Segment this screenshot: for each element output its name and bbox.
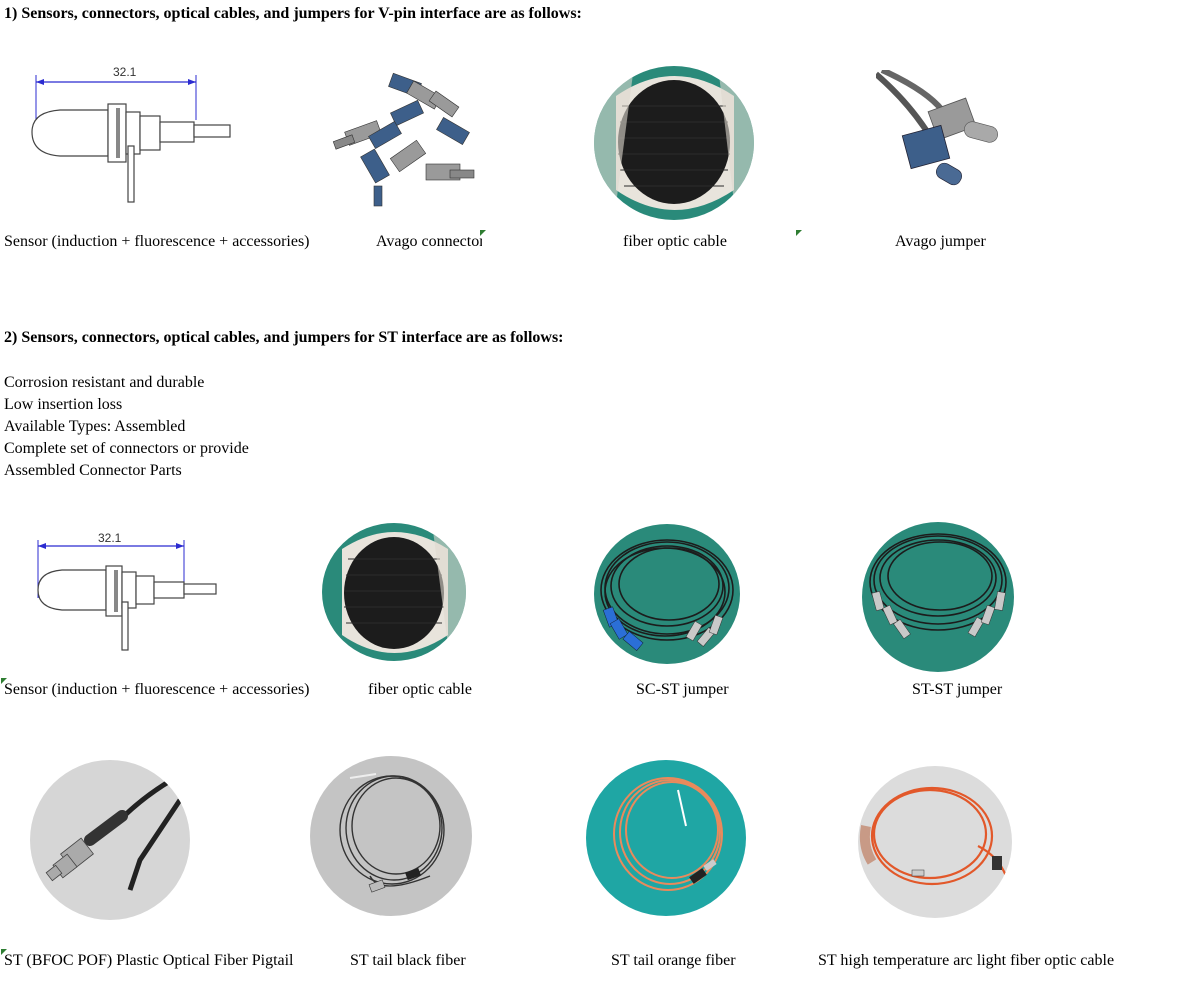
- caption-st-st-jumper: ST-ST jumper: [912, 681, 1003, 698]
- feature-item: Available Types: Assembled: [4, 418, 186, 435]
- caption-fiber-cable-vpin: fiber optic cable: [623, 233, 727, 250]
- sensor-dimension-label: 32.1: [98, 531, 122, 545]
- st-st-jumper-photo: [862, 522, 1014, 672]
- caption-sc-st-jumper: SC-ST jumper: [636, 681, 729, 698]
- fiber-spool-photo: [322, 523, 466, 661]
- caption-fiber-cable-st: fiber optic cable: [368, 681, 472, 698]
- caption-orange-fiber: ST tail orange fiber: [611, 952, 736, 969]
- caption-sensor-st: Sensor (induction + fluorescence + acces…: [4, 681, 310, 698]
- sensor-drawing: 32.1: [31, 65, 231, 203]
- comment-marker: [1, 678, 7, 684]
- caption-black-fiber: ST tail black fiber: [350, 952, 466, 969]
- caption-avago-jumper: Avago jumper: [895, 233, 986, 250]
- comment-marker: [480, 230, 486, 236]
- feature-list: Corrosion resistant and durable Low inse…: [4, 372, 249, 482]
- fiber-spool-photo: [594, 66, 754, 220]
- section2-heading: 2) Sensors, connectors, optical cables, …: [4, 329, 564, 346]
- pof-pigtail-photo: [30, 760, 190, 920]
- caption-arc-light-cable: ST high temperature arc light fiber opti…: [818, 952, 1115, 969]
- feature-item: Low insertion loss: [4, 396, 123, 413]
- sc-st-jumper-photo: [594, 524, 740, 664]
- orange-fiber-photo: [586, 760, 746, 916]
- caption-sensor-vpin: Sensor (induction + fluorescence + acces…: [4, 233, 310, 250]
- avago-connectors-photo: [332, 72, 475, 207]
- arc-light-cable-photo: [858, 766, 1012, 918]
- black-fiber-photo: [310, 756, 472, 916]
- sensor-drawing: 32.1: [37, 531, 217, 651]
- avago-jumper-photo: [876, 70, 998, 186]
- feature-item: Complete set of connectors or provide: [4, 440, 249, 457]
- feature-item: Assembled Connector Parts: [4, 462, 182, 479]
- comment-marker: [796, 230, 802, 236]
- caption-avago-connector: Avago connector: [376, 233, 482, 250]
- comment-marker: [1, 949, 7, 955]
- caption-pof-pigtail: ST (BFOC POF) Plastic Optical Fiber Pigt…: [4, 952, 294, 969]
- section1-heading: 1) Sensors, connectors, optical cables, …: [4, 5, 582, 22]
- feature-item: Corrosion resistant and durable: [4, 374, 205, 391]
- sensor-dimension-label: 32.1: [113, 65, 137, 79]
